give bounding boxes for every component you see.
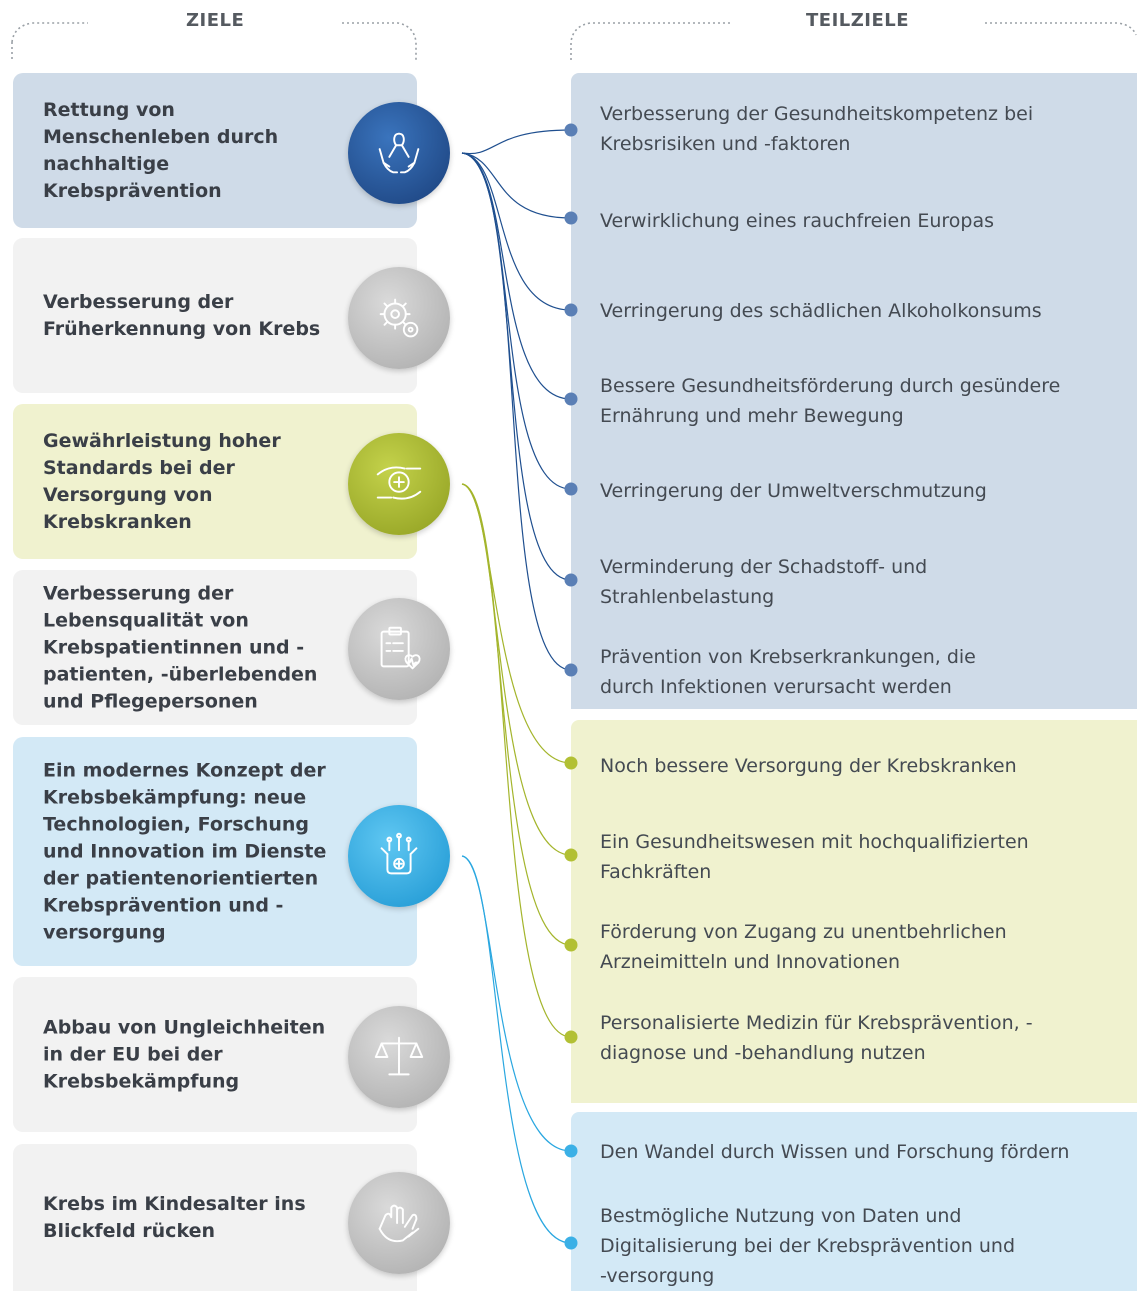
subgoal-data-digital: Bestmögliche Nutzung von Daten und Digit… [600,1205,1016,1287]
goal-label: Gewährleistung hoher Standards bei der V… [43,429,281,533]
subgoal-workforce: Ein Gesundheitswesen mit hochqualifizier… [600,831,1029,883]
subgoal-panel-prevention [571,73,1137,709]
connector-dot [564,663,578,677]
connector-dot [564,1030,578,1044]
subgoal-better-care: Noch bessere Versorgung der Krebskranken [600,755,1017,777]
subgoals-header: TEILZIELE [806,10,910,31]
subgoal-personalised: Personalisierte Medizin für Krebsprävent… [600,1012,1033,1064]
connector-line [461,483,572,1038]
goal-card-quality-of-life[interactable]: Verbesserung der Lebensqualität von Kreb… [13,570,417,725]
header-brackets [11,22,1137,60]
subgoal-infections: Prävention von Krebserkrankungen, die du… [600,646,976,698]
connector-dot [564,1236,578,1250]
connector-dot [564,756,578,770]
goal-card-early-detection[interactable]: Verbesserung der Früherkennung von Krebs [13,238,417,393]
goal-label: Verbesserung der Lebensqualität von Kreb… [43,582,318,712]
subgoal-knowledge: Den Wandel durch Wissen und Forschung fö… [600,1141,1070,1163]
goal-label: Rettung von Menschenleben durch nachhalt… [43,98,279,202]
connector-dot [564,938,578,952]
goal-label: Krebs im Kindesalter ins Blickfeld rücke… [43,1192,306,1242]
subgoal-panel-research [571,1112,1137,1291]
connector-line [461,129,572,155]
connector-dot [564,123,578,137]
care-hands-icon [348,433,450,535]
subgoal-medicines: Förderung von Zugang zu unentbehrlichen … [600,921,1007,973]
connector-dot [564,848,578,862]
goal-label: Abbau von Ungleichheiten in der EU bei d… [43,1016,326,1092]
connector-dot [564,211,578,225]
goal-label: Ein modernes Konzept der Krebsbekämpfung… [43,759,327,943]
connector-line [461,483,572,764]
subgoal-health-literacy: Verbesserung der Gesundheitskompetenz be… [600,103,1034,155]
connector-line [461,152,572,219]
scales-icon [348,1006,450,1108]
connector-line [461,483,572,856]
connector-dot [564,392,578,406]
gear-cells-icon [348,267,450,369]
subgoal-radiation: Verminderung der Schadstoff- und Strahle… [600,556,928,608]
subgoal-nutrition: Bessere Gesundheitsförderung durch gesün… [600,375,1061,427]
ribbon-hands-icon [348,102,450,204]
connector-line [461,152,572,490]
connector-dot [564,482,578,496]
subgoal-panel-care [571,720,1137,1103]
goals-header: ZIELE [186,10,245,31]
goal-label: Verbesserung der Früherkennung von Krebs [43,290,321,340]
connector-dot [564,1144,578,1158]
clipboard-heart-icon [348,598,450,700]
connector-dot [564,573,578,587]
tech-gear-icon [348,805,450,907]
subgoal-smoke-free: Verwirklichung eines rauchfreien Europas [600,210,994,232]
connector-dot [564,303,578,317]
subgoal-environment: Verringerung der Umweltverschmutzung [600,480,987,502]
child-hands-icon [348,1172,450,1274]
subgoal-alcohol: Verringerung des schädlichen Alkoholkons… [600,300,1042,322]
connector-line [461,152,572,400]
connector-line [461,152,572,311]
connector-line [461,152,572,671]
connector-line [461,855,572,1152]
connector-line [461,855,572,1244]
